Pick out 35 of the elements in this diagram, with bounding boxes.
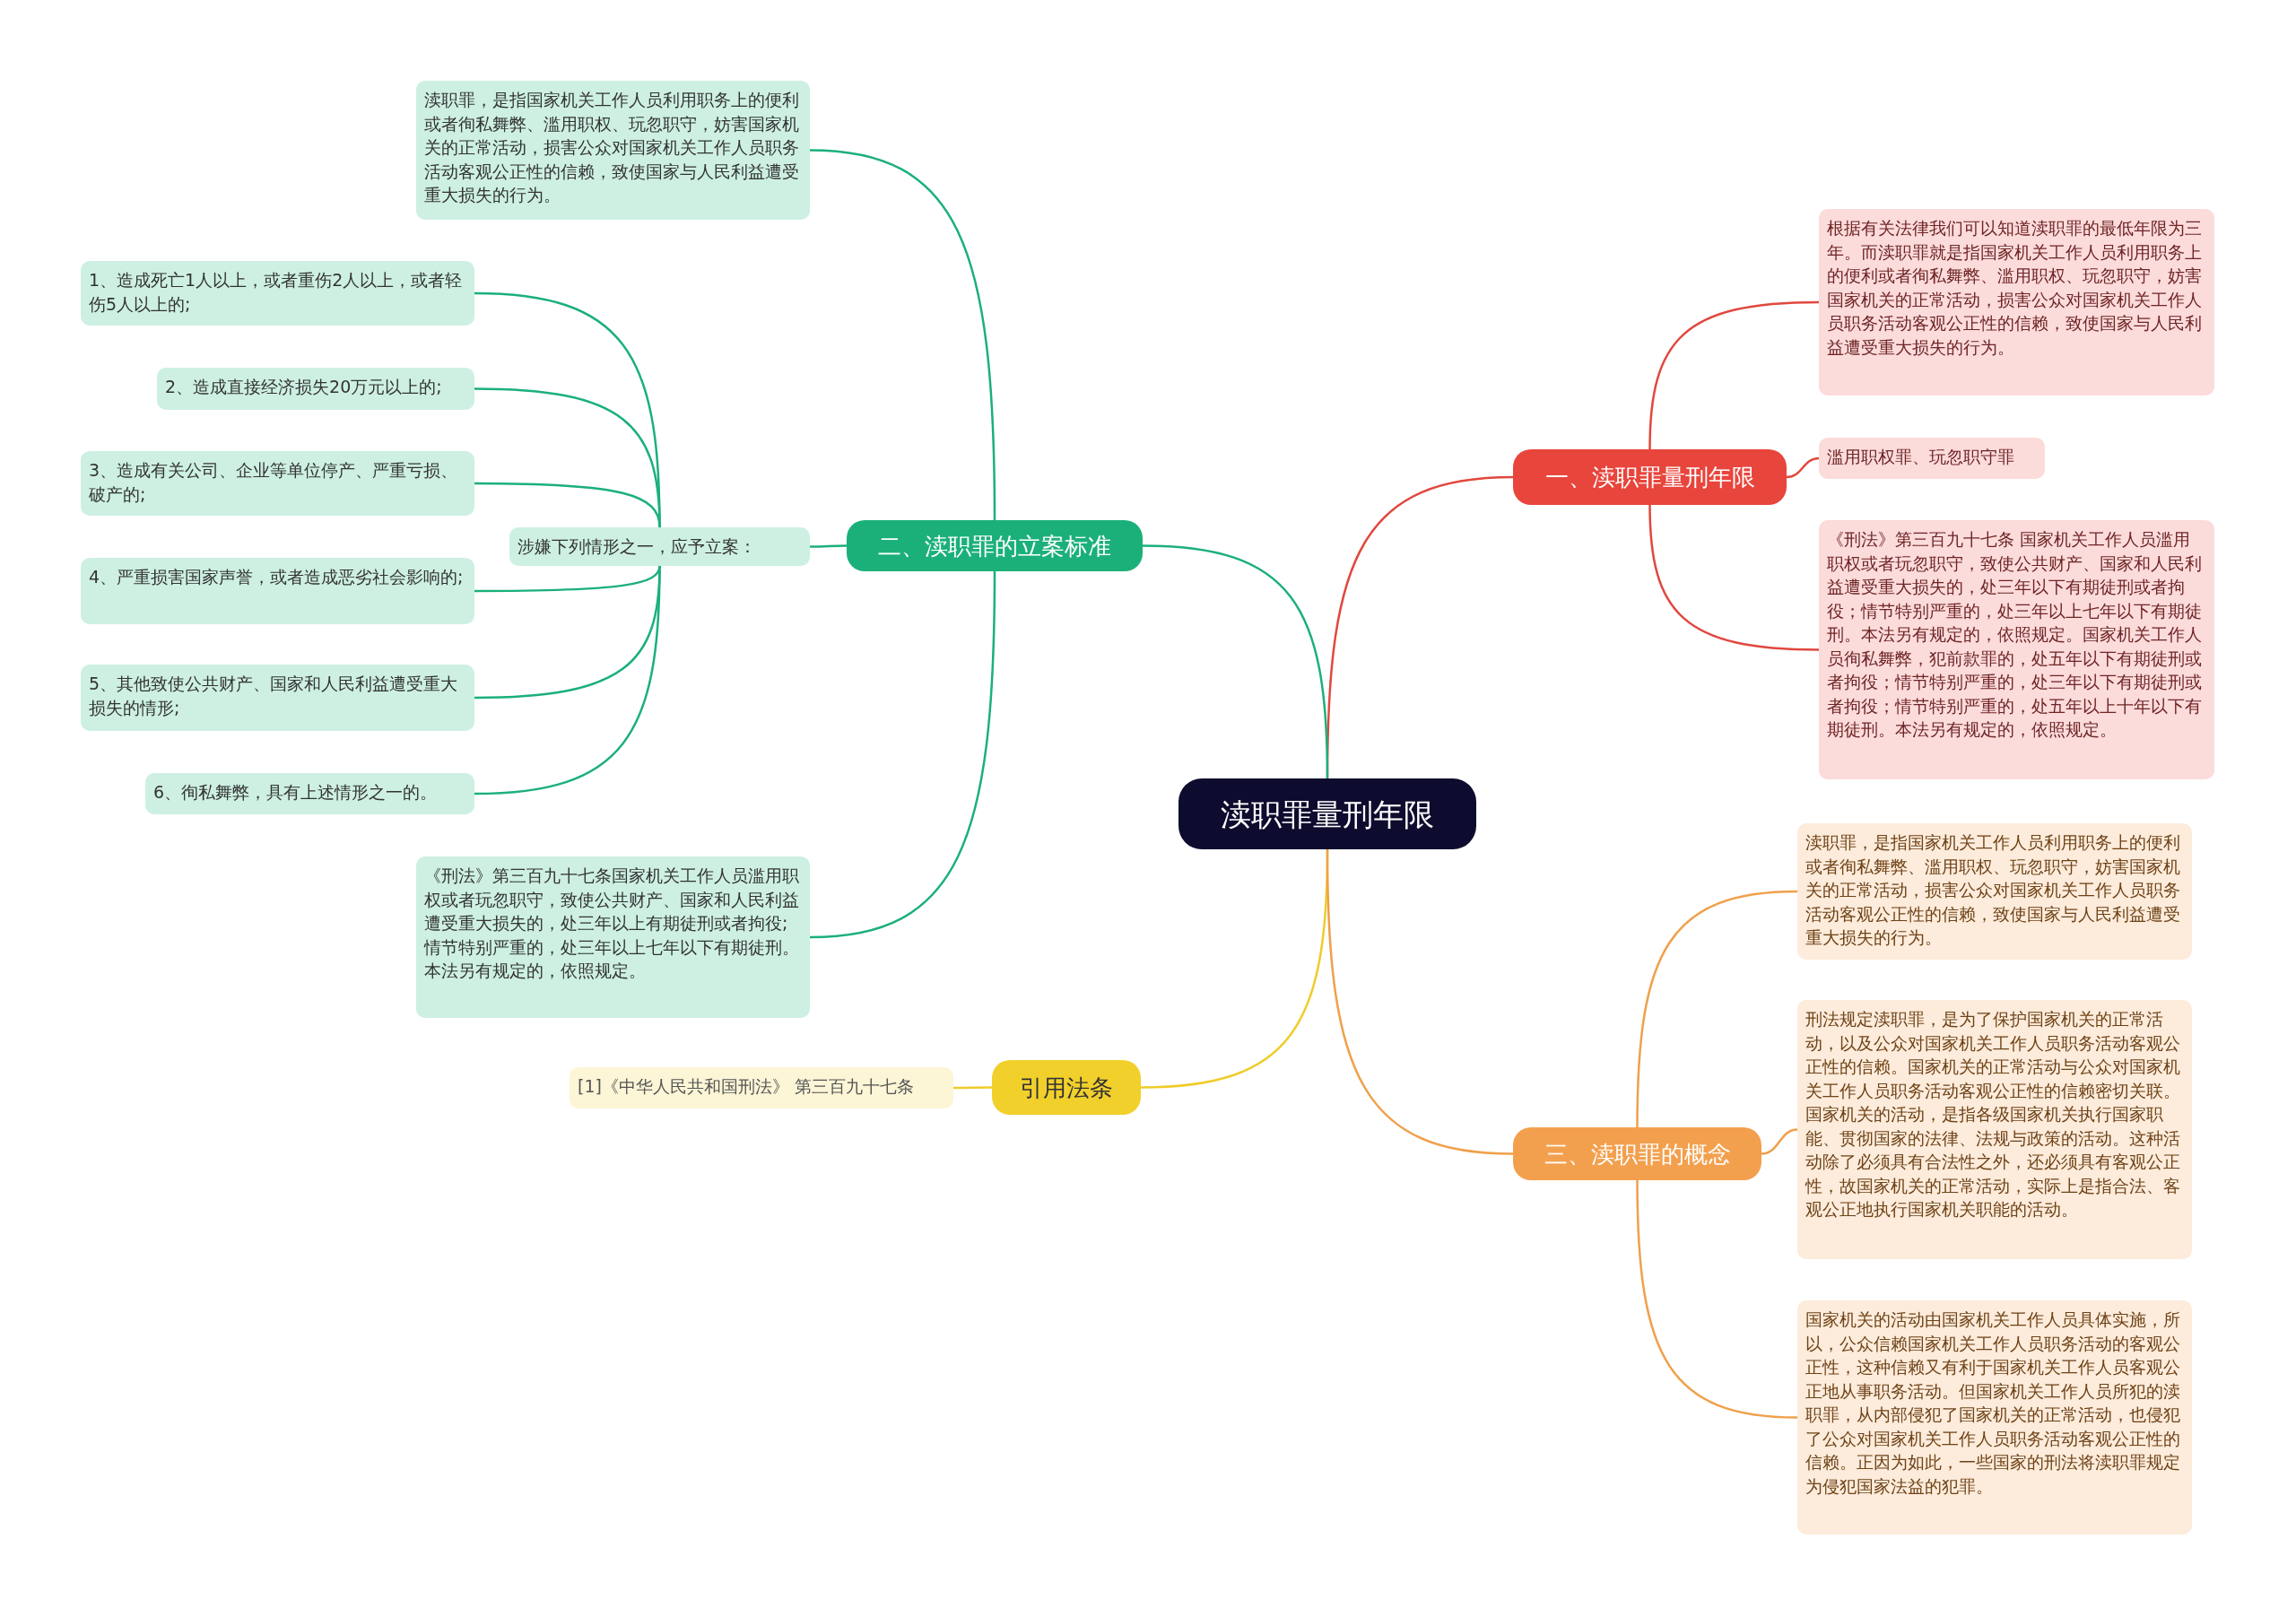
note-card: 根据有关法律我们可以知道渎职罪的最低年限为三年。而渎职罪就是指国家机关工作人员利用职务上的便利或者徇私舞弊、滥用职权、玩忽职守，妨害国家机关的正常活动，损害公众对国家机关工作人员职务活动客观公正性的信赖，致使国家与人民利益遭受重大损失的行为。 [1819,209,2214,396]
note-card: 《刑法》第三百九十七条国家机关工作人员滥用职权或者玩忽职守，致使公共财产、国家和人民利益遭受重大损失的，处三年以上有期徒刑或者拘役;情节特别严重的，处三年以上七年以下有期徒刑。本法另有规定的，依照规定。 [416,856,810,1018]
note-card: 刑法规定渎职罪，是为了保护国家机关的正常活动，以及公众对国家机关工作人员职务活动客观公正性的信赖。国家机关的正常活动与公众对国家机关工作人员职务活动客观公正性的信赖密切关联。国家机关的活动，是指各级国家机关执行国家职能、贯彻国家的法律、法规与政策的活动。这种活动除了必须具有合法性之外，还必须具有客观公正性，故国家机关的正常活动，实际上是指合法、客观公正地执行国家机关职能的活动。 [1797,1000,2192,1259]
connector-line [1786,456,1820,479]
connector-line [1761,1128,1798,1155]
note-card: 4、严重损害国家声誉，或者造成恶劣社会影响的; [81,558,474,624]
note-card: 1、造成死亡1人以上，或者重伤2人以上，或者轻伤5人以上的; [81,261,474,326]
note-card: 国家机关的活动由国家机关工作人员具体实施，所以，公众信赖国家机关工作人员职务活动的客观公正性，这种信赖又有利于国家机关工作人员客观公正地从事职务活动。但国家机关工作人员所犯的渎职罪，从内部侵犯了国家机关的正常活动，也侵犯了公众对国家机关工作人员职务活动客观公正性的信赖。正因为如此，一些国家的刑法将渎职罪规定为侵犯国家法益的犯罪。 [1797,1300,2192,1534]
topic-pill: 三、渎职罪的概念 [1513,1127,1761,1180]
note-card: 渎职罪，是指国家机关工作人员利用职务上的便利或者徇私舞弊、滥用职权、玩忽职守，妨害国家机关的正常活动，损害公众对国家机关工作人员职务活动客观公正性的信赖，致使国家与人民利益遭受重大损失的行为。 [1797,823,2192,960]
connector-line [1636,890,1798,1128]
connector-line [1636,1179,1798,1419]
note-card: 2、造成直接经济损失20万元以上的; [157,368,474,410]
note-card: 5、其他致使公共财产、国家和人民利益遭受重大损失的情形; [81,665,474,731]
connector-line [1326,849,1514,1155]
central-topic: 渎职罪量刑年限 [1178,778,1476,849]
topic-pill: 一、渎职罪量刑年限 [1513,449,1787,505]
note-card: 涉嫌下列情形之一，应予立案： [509,527,810,566]
note-card: 滥用职权罪、玩忽职守罪 [1819,438,2045,479]
note-card: 3、造成有关公司、企业等单位停产、严重亏损、破产的; [81,451,474,516]
note-card: [1]《中华人民共和国刑法》 第三百九十七条 [570,1067,953,1108]
topic-pill: 引用法条 [992,1060,1141,1115]
connector-line [809,149,996,520]
note-card: 《刑法》第三百九十七条 国家机关工作人员滥用职权或者玩忽职守，致使公共财产、国家和人民利益遭受重大损失的，处三年以下有期徒刑或者拘役；情节特别严重的，处三年以上七年以下有期徒刑。本法另有规定的，依照规定。国家机关工作人员徇私舞弊，犯前款罪的，处五年以下有期徒刑或者拘役；情节特别严重的，处三年以下有期徒刑或者拘役；情节特别严重的，处五年以上十年以下有期徒刑。本法另有规定的，依照规定。 [1819,520,2214,779]
connector-line [1648,504,1820,651]
connector-line [1142,544,1329,779]
note-card: 6、徇私舞弊，具有上述情形之一的。 [145,773,474,814]
topic-pill: 二、渎职罪的立案标准 [847,520,1143,571]
connector-line [809,571,996,939]
connector-line [474,565,661,795]
note-card: 渎职罪，是指国家机关工作人员利用职务上的便利或者徇私舞弊、滥用职权、玩忽职守，妨害国家机关的正常活动，损害公众对国家机关工作人员职务活动客观公正性的信赖，致使国家与人民利益遭受重大损失的行为。 [416,81,810,220]
connector-line [953,1086,992,1090]
connector-line [474,482,661,528]
connector-line [810,544,847,548]
connector-line [1648,300,1820,450]
